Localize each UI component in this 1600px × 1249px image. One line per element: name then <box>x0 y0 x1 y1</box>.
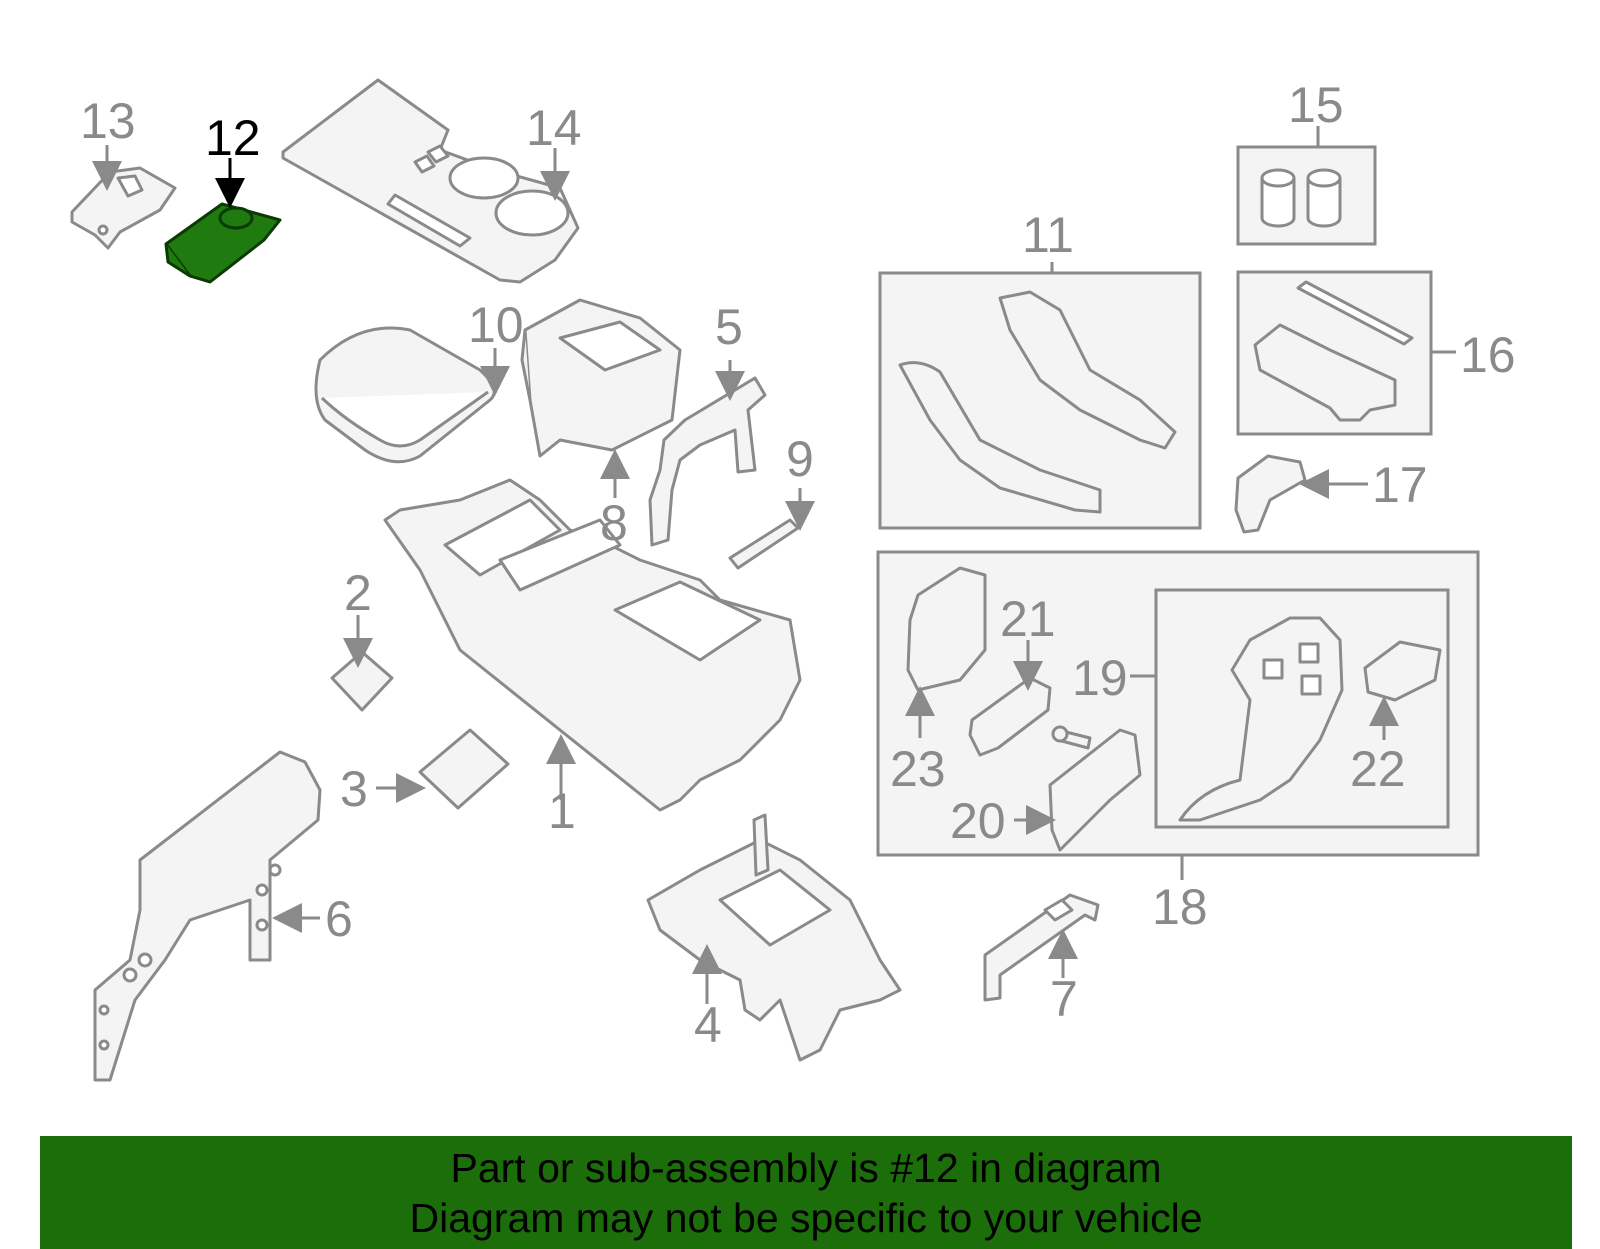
callout-10: 10 <box>468 297 524 353</box>
box-15[interactable] <box>1236 145 1377 246</box>
part-17-clip[interactable] <box>1234 454 1307 534</box>
part-12-highlighted[interactable] <box>164 202 282 284</box>
callout-2: 2 <box>344 565 372 621</box>
callout-1: 1 <box>548 783 576 839</box>
callout-7: 7 <box>1050 971 1078 1027</box>
part-9-strip[interactable] <box>728 518 800 570</box>
callout-12: 12 <box>205 110 261 166</box>
part-8-storage-bin[interactable] <box>520 298 682 458</box>
part-13-bracket[interactable] <box>70 166 177 250</box>
callouts: 13 12 14 15 11 16 10 5 9 8 17 2 3 1 6 4 … <box>80 77 1516 1053</box>
part-5-bracket[interactable] <box>648 376 767 547</box>
callout-14: 14 <box>526 100 582 156</box>
callout-21: 21 <box>1000 591 1056 647</box>
callout-3: 3 <box>340 761 368 817</box>
callout-8: 8 <box>600 495 628 551</box>
callout-17: 17 <box>1372 457 1428 513</box>
part-3-pad[interactable] <box>418 728 510 810</box>
callout-6: 6 <box>325 891 353 947</box>
callout-15: 15 <box>1288 77 1344 133</box>
callout-18: 18 <box>1152 879 1208 935</box>
banner-line-2: Diagram may not be specific to your vehi… <box>409 1194 1203 1241</box>
callout-9: 9 <box>786 431 814 487</box>
callout-22: 22 <box>1350 741 1406 797</box>
part-2-pad[interactable] <box>330 650 394 712</box>
part-14-console-panel[interactable] <box>281 78 580 284</box>
part-7-rod-bracket[interactable] <box>983 893 1100 1002</box>
info-banner: Part or sub-assembly is #12 in diagram D… <box>40 1136 1572 1249</box>
callout-13: 13 <box>80 93 136 149</box>
box-11[interactable] <box>878 271 1202 530</box>
leaders <box>92 126 1456 1004</box>
callout-19: 19 <box>1072 650 1128 706</box>
part-6-side-bracket[interactable] <box>93 750 322 1082</box>
part-4-floor-bracket[interactable] <box>646 813 902 1062</box>
box-16[interactable] <box>1236 270 1433 436</box>
part-10-armrest-lid[interactable] <box>314 326 496 464</box>
callout-5: 5 <box>715 299 743 355</box>
callout-4: 4 <box>694 997 722 1053</box>
part-1-console-body[interactable] <box>383 478 802 812</box>
callout-16: 16 <box>1460 327 1516 383</box>
callout-23: 23 <box>890 741 946 797</box>
callout-11: 11 <box>1022 207 1074 263</box>
callout-20: 20 <box>950 793 1006 849</box>
banner-line-1: Part or sub-assembly is #12 in diagram <box>450 1144 1162 1191</box>
